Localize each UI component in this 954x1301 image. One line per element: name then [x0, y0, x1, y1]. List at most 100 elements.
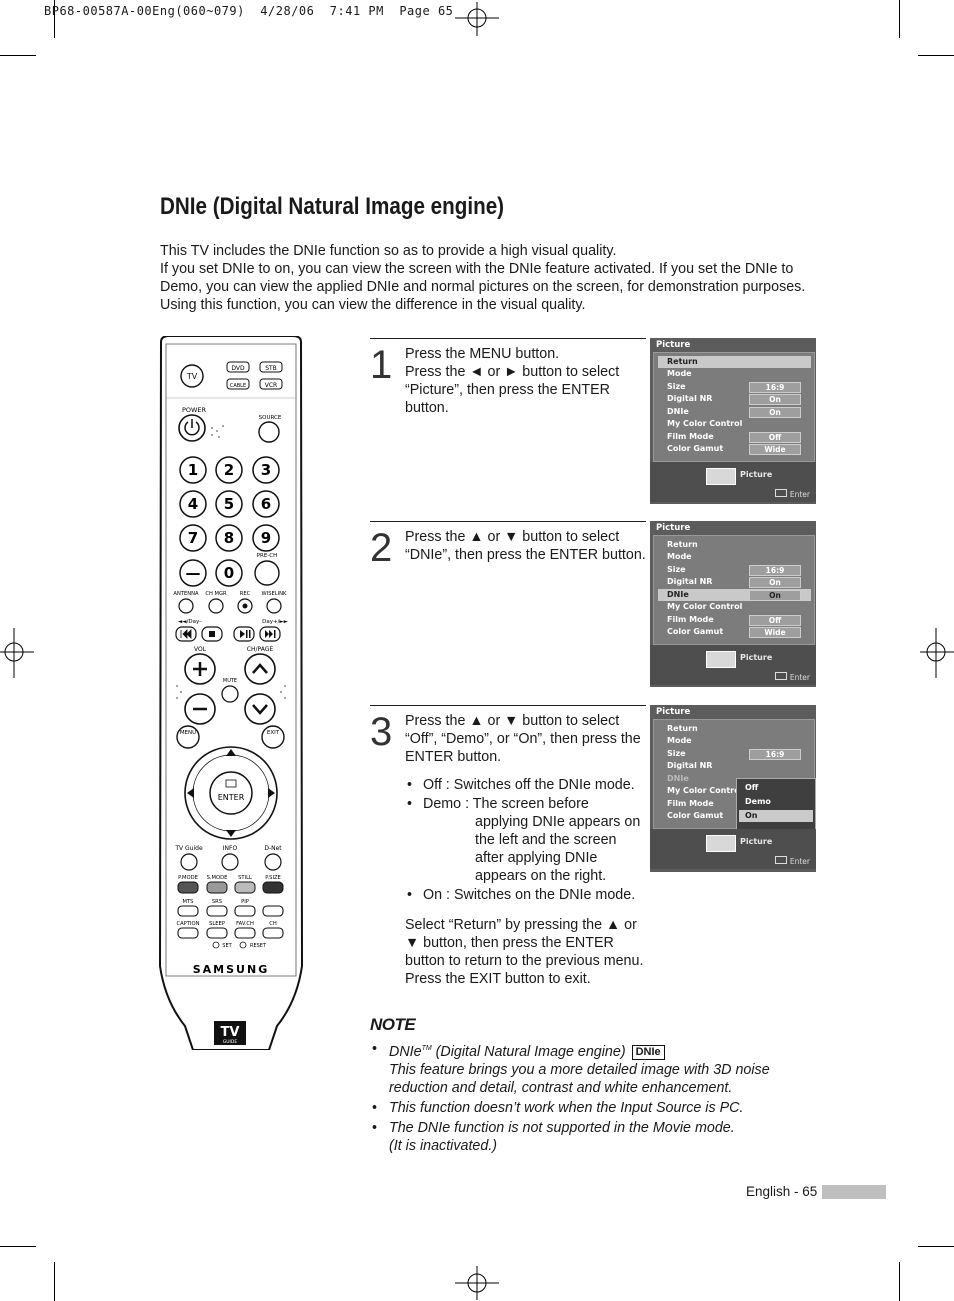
- step-text: Press the MENU button. Press the ◄ or ► …: [405, 345, 647, 417]
- enter-label: ENTER: [218, 793, 245, 802]
- osd-row-label: Size: [667, 749, 686, 758]
- osd-row-label: My Color Control: [667, 602, 743, 611]
- psize-label: P.SIZE: [265, 875, 281, 881]
- option-list: Off : Switches off the DNIe mode. Demo :…: [405, 776, 647, 904]
- sleep-label: SLEEP: [209, 921, 225, 927]
- osd-row-label: Mode: [667, 552, 692, 561]
- tv-button-label: TV: [186, 372, 198, 381]
- osd-enter-hint: Enter: [774, 856, 810, 866]
- osd-row-label: Digital NR: [667, 394, 713, 403]
- osd-row-label: Size: [667, 382, 686, 391]
- digit-2: 2: [224, 461, 234, 479]
- tvguide-label: TV Guide: [174, 845, 203, 852]
- osd-title: Picture: [656, 340, 691, 350]
- reset-label: RESET: [250, 943, 267, 949]
- power-label: POWER: [182, 406, 207, 414]
- osd-row: My Color Control: [658, 785, 811, 797]
- page-title: DNIe (Digital Natural Image engine): [160, 193, 505, 220]
- list-item: Off : Switches off the DNIe mode.: [405, 776, 647, 794]
- osd-row-label: DNIe: [667, 407, 689, 416]
- exit-label: EXIT: [267, 730, 280, 736]
- enter-icon: [774, 489, 787, 497]
- tv-guide-logo: TV: [221, 1025, 240, 1040]
- osd-row: Mode: [658, 551, 811, 563]
- note-dnie: DNIe: [389, 1043, 422, 1060]
- osd-row-label: Film Mode: [667, 799, 714, 808]
- print-slug: BP68-00587A-00Eng(060~079) 4/28/06 7:41 …: [44, 4, 454, 18]
- osd-row: Digital NR: [658, 760, 811, 772]
- osd-row-value: Wide: [749, 444, 801, 455]
- crop-mark: [0, 1246, 36, 1247]
- osd-row: DNIe: [658, 773, 811, 785]
- intro-paragraph: This TV includes the DNIe function so as…: [160, 243, 617, 259]
- bullet-text: applying DNIe appears on the left and th…: [475, 814, 641, 884]
- rec-label: REC: [240, 591, 251, 597]
- digit-4: 4: [188, 495, 198, 513]
- antenna-label: ANTENNA: [173, 591, 199, 597]
- step-number: 2: [370, 526, 393, 570]
- step-2: 2 Press the ▲ or ▼ button to select “DNI…: [370, 521, 646, 682]
- still-label: STILL: [238, 875, 252, 881]
- osd-row-return: Return: [658, 356, 811, 368]
- enter-icon: [774, 672, 787, 680]
- step-line: Press the ▲ or ▼ button to select “DNIe”…: [405, 529, 646, 563]
- crop-mark: [54, 1262, 55, 1301]
- note-line: (It is inactivated.): [389, 1137, 498, 1154]
- note-item: This function doesn’t work when the Inpu…: [370, 1099, 810, 1117]
- osd-enter-label: Enter: [789, 673, 810, 682]
- osd-enter-label: Enter: [789, 490, 810, 499]
- page-number: English - 65: [746, 1184, 818, 1199]
- crop-mark: [918, 1246, 954, 1247]
- menu-label: MENU: [180, 730, 196, 736]
- caption-label: CAPTION: [177, 921, 200, 927]
- osd-enter-label: Enter: [789, 857, 810, 866]
- digit-5: 5: [224, 495, 234, 513]
- osd-enter-hint: Enter: [774, 672, 810, 682]
- picture-icon: [706, 651, 736, 668]
- digit-0: 0: [224, 564, 234, 582]
- ch-label: CH: [269, 921, 277, 927]
- note-item: The DNIe function is not supported in th…: [370, 1119, 810, 1155]
- osd-bottom-bar: Picture Enter: [650, 462, 816, 502]
- osd-row-label: Return: [667, 540, 698, 549]
- osd-row: Mode: [658, 368, 811, 380]
- tv-guide-logo-sub: GUIDE: [223, 1039, 238, 1045]
- digit-6: 6: [261, 495, 271, 513]
- crop-mark: [918, 55, 954, 56]
- osd-row-value: On: [749, 590, 801, 601]
- pmode-label: P.MODE: [178, 875, 198, 881]
- bullet-text: Off : Switches off the DNIe mode.: [423, 777, 635, 793]
- osd-row-label: Return: [667, 357, 698, 366]
- note-line: The DNIe function is not supported in th…: [389, 1119, 735, 1136]
- osd-row-label: Film Mode: [667, 615, 714, 624]
- note-list: DNIeTM (Digital Natural Image engine)DNI…: [370, 1040, 810, 1157]
- note-body: This feature brings you a more detailed …: [389, 1061, 770, 1096]
- osd-title: Picture: [656, 523, 691, 533]
- registration-mark: [455, 2, 499, 36]
- osd-row-label: Digital NR: [667, 761, 713, 770]
- crop-mark: [899, 1262, 900, 1301]
- osd-row-label: Mode: [667, 736, 692, 745]
- osd-row-value: On: [749, 577, 801, 588]
- digit-8: 8: [224, 529, 234, 547]
- osd-bottom-bar: Picture Enter: [650, 829, 816, 869]
- mute-label: MUTE: [223, 678, 237, 684]
- stb-button-label: STB: [265, 365, 277, 372]
- set-label: SET: [222, 943, 232, 949]
- option-on: On: [739, 810, 813, 822]
- option-off: Off: [745, 783, 759, 792]
- osd-row-label: Mode: [667, 369, 692, 378]
- vcr-button-label: VCR: [265, 382, 277, 389]
- osd-row-return: Return: [658, 539, 811, 551]
- osd-bottom-label: Picture: [740, 837, 773, 846]
- chpage-label: CH/PAGE: [247, 646, 274, 653]
